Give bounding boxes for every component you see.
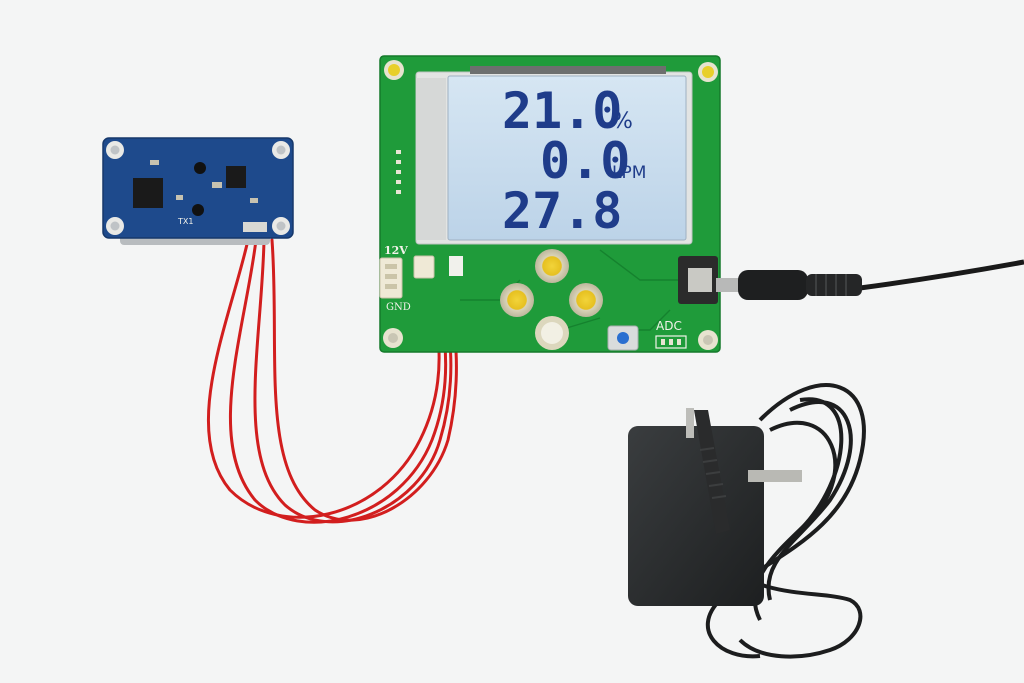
- power-adapter: [628, 383, 866, 659]
- flow-rate-unit: LPM: [612, 163, 646, 183]
- left-button-pad: [500, 283, 534, 317]
- lcd-screen: [447, 75, 687, 241]
- oxygen-concentration-unit: %: [612, 109, 633, 134]
- up-button-pad: [535, 249, 569, 283]
- adc-label: ADC: [656, 319, 682, 333]
- right-button-pad: [569, 283, 603, 317]
- oxygen-concentration-value: 21.0: [502, 82, 622, 140]
- dc-cable: [716, 259, 1024, 300]
- sensor-board-label: TX1: [177, 217, 193, 226]
- flow-rate-value: 0.0: [540, 132, 630, 190]
- temperature-value: 27.8: [502, 182, 622, 240]
- sensor-connector: [413, 255, 435, 279]
- microcontroller-chip: [133, 178, 163, 208]
- red-wire-bundle: [206, 238, 458, 524]
- power-label: 12V: [384, 244, 408, 257]
- sensor-module: TX1: [102, 137, 294, 245]
- ground-label: GND: [386, 302, 411, 313]
- main-controller-board: 21.0 % 0.0 LPM 27.8 12V GND ADC: [379, 55, 721, 353]
